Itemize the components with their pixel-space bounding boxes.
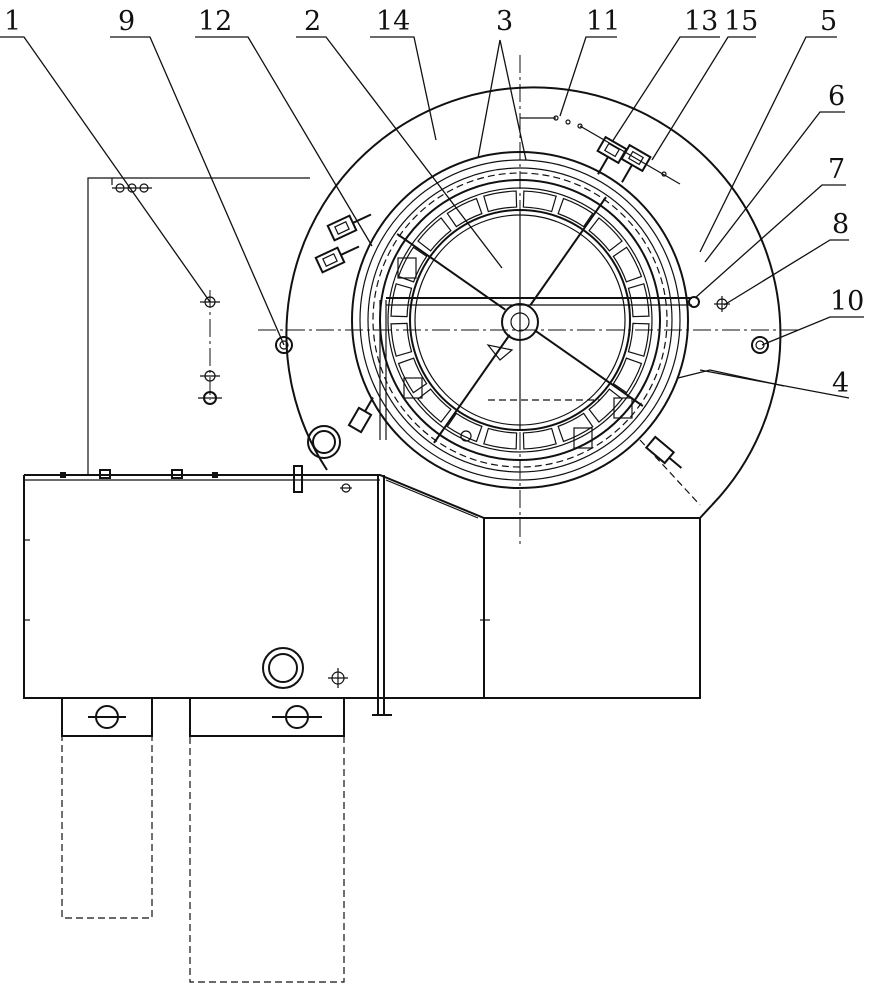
ring-cell <box>397 246 428 283</box>
leader-lines <box>0 36 864 399</box>
ring-cell <box>588 217 623 252</box>
lower-housing <box>23 465 701 716</box>
ring-cell <box>483 427 518 450</box>
part-label-11: 11 <box>586 6 620 37</box>
ring-cell <box>557 197 594 228</box>
ring-cell <box>627 322 650 357</box>
ring-cell <box>417 217 452 252</box>
ring-cell <box>446 412 483 443</box>
ring-cell <box>397 357 428 394</box>
part-label-5: 5 <box>820 6 837 37</box>
part-label-15: 15 <box>724 6 758 37</box>
ring-cell <box>588 388 623 423</box>
part-label-12: 12 <box>198 6 232 37</box>
part-label-8: 8 <box>832 209 849 240</box>
bolt-holes <box>275 296 769 459</box>
rotor-assembly <box>351 151 692 489</box>
ring-cell <box>612 246 643 283</box>
part-label-4: 4 <box>832 368 849 399</box>
part-label-9: 9 <box>118 6 135 37</box>
support-legs <box>61 697 345 983</box>
ring-cell <box>522 190 557 213</box>
part-label-13: 13 <box>684 6 718 37</box>
ring-cell <box>390 283 413 318</box>
part-label-2: 2 <box>304 6 321 37</box>
ring-cell <box>417 388 452 423</box>
ring-cell <box>390 322 413 357</box>
rotor-spoke <box>534 329 644 407</box>
ring-cell <box>522 427 557 450</box>
part-labels: 1 9 12 2 14 3 11 13 15 5 6 7 8 10 4 <box>4 6 864 399</box>
part-label-1: 1 <box>4 6 21 37</box>
clamp-details <box>314 115 701 506</box>
part-label-14: 14 <box>376 6 410 37</box>
ring-cell <box>483 190 518 213</box>
side-frame <box>87 177 310 475</box>
ring-cell <box>627 283 650 318</box>
ring-cell <box>446 197 483 228</box>
part-label-10: 10 <box>830 286 864 317</box>
part-label-7: 7 <box>828 154 845 185</box>
part-label-6: 6 <box>828 81 845 112</box>
rotor-spoke <box>529 196 607 306</box>
rotor-spoke <box>433 334 511 444</box>
ring-cell <box>612 357 643 394</box>
part-label-3: 3 <box>496 6 513 37</box>
